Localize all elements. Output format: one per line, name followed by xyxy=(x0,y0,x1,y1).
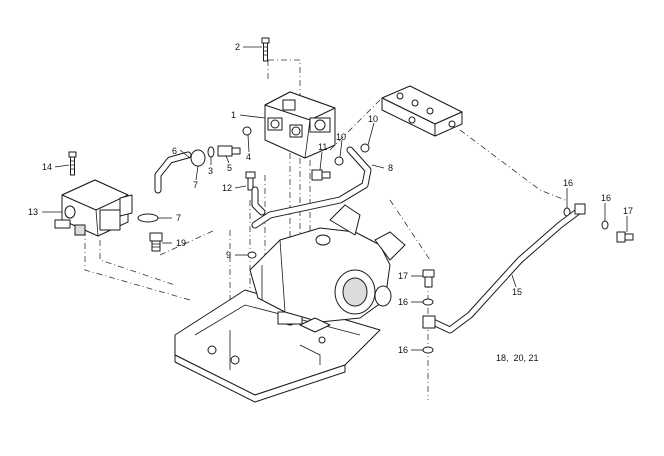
callout-17-lower: 17 xyxy=(398,271,408,281)
callout-7-upper: 7 xyxy=(193,180,198,190)
callout-8: 8 xyxy=(388,163,393,173)
fitting-19 xyxy=(149,232,163,252)
callout-6: 6 xyxy=(172,146,177,156)
callout-3: 3 xyxy=(208,166,213,176)
bolt-14 xyxy=(68,151,77,176)
callout-1: 1 xyxy=(231,110,236,120)
callout-11: 11 xyxy=(318,142,327,152)
fitting-17-lower xyxy=(422,269,435,288)
callout-16-b: 16 xyxy=(601,193,611,203)
callout-10-right: 10 xyxy=(368,114,378,124)
callout-9: 9 xyxy=(226,250,231,260)
callout-4: 4 xyxy=(246,152,251,162)
hose-15 xyxy=(422,203,586,334)
left-valve xyxy=(54,179,133,237)
callout-5: 5 xyxy=(227,163,232,173)
leader-lines xyxy=(42,46,628,351)
pipe-left xyxy=(251,186,266,216)
callout-7-lower: 7 xyxy=(176,213,181,223)
fitting-17-right xyxy=(616,231,634,243)
callout-16-d: 16 xyxy=(398,345,408,355)
parts-note: 18, 20, 21 xyxy=(496,353,539,363)
callout-2: 2 xyxy=(235,42,240,52)
callout-16-c: 16 xyxy=(398,297,408,307)
fitting-11 xyxy=(311,169,331,181)
pipe-8 xyxy=(251,146,372,229)
manifold-block xyxy=(381,85,463,137)
callout-13: 13 xyxy=(28,207,38,217)
callout-14: 14 xyxy=(42,162,52,172)
callout-10-left: 10 xyxy=(336,132,346,142)
callout-15: 15 xyxy=(512,287,522,297)
cylinder-housing xyxy=(249,204,406,333)
callout-12: 12 xyxy=(222,183,232,193)
control-valve xyxy=(264,91,336,159)
bolt-2 xyxy=(261,37,270,62)
callout-17-right: 17 xyxy=(623,206,633,216)
fitting-5 xyxy=(217,145,241,157)
callout-16-a: 16 xyxy=(563,178,573,188)
callout-numbers: 1 2 3 4 5 6 7 7 8 9 10 10 11 12 13 14 15… xyxy=(28,42,633,363)
hose-6 xyxy=(154,151,192,194)
fitting-12 xyxy=(245,171,256,191)
callout-19: 19 xyxy=(176,238,186,248)
